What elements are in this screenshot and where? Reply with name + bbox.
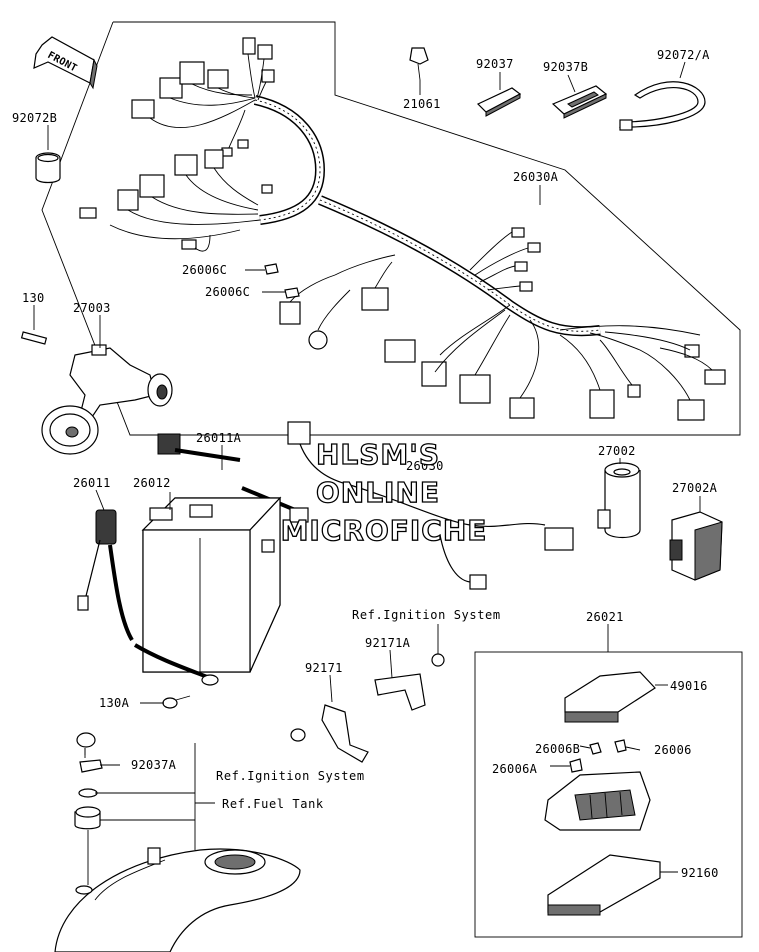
label-26006B: 26006B [535, 742, 580, 756]
label-92171A: 92171A [365, 636, 411, 650]
part-92037-drawing [476, 87, 522, 117]
part-92072B-drawing [35, 152, 61, 184]
fuse-box-drawing [544, 771, 651, 831]
part-21061-drawing [409, 47, 429, 81]
label-26006C-1: 26006C [182, 263, 227, 277]
relay-27002-drawing [597, 462, 641, 539]
label-92037A: 92037A [131, 758, 177, 772]
bolt-130A-drawing [162, 695, 191, 709]
fuse-26006-drawing [569, 739, 627, 773]
label-26030: 26030 [406, 459, 444, 473]
bracket-92171-drawing [290, 704, 369, 763]
label-130: 130 [22, 291, 45, 305]
label-92037: 92037 [476, 57, 514, 71]
label-92072A: 92072/A [657, 48, 710, 62]
label-92072B: 92072B [12, 111, 57, 125]
cable-26011A-drawing [157, 433, 309, 523]
sub-harness-drawing [287, 421, 574, 590]
watermark-line-3: MICROFICHE [281, 514, 488, 547]
main-harness-drawing [79, 37, 726, 421]
horn-drawing [20, 331, 173, 455]
ref-ignition-system-bottom: Ref.Ignition System [216, 769, 365, 783]
watermark-line-2: ONLINE [316, 476, 440, 509]
ref-fuel-tank: Ref.Fuel Tank [222, 797, 324, 811]
front-arrow-icon: FRONT [33, 36, 98, 90]
label-26011: 26011 [73, 476, 111, 490]
label-92037B: 92037B [543, 60, 588, 74]
label-49016: 49016 [670, 679, 708, 693]
part-92072A-drawing [619, 81, 706, 131]
label-27003: 27003 [73, 301, 111, 315]
label-27002A: 27002A [672, 481, 718, 495]
label-92171: 92171 [305, 661, 343, 675]
label-26011A: 26011A [196, 431, 242, 445]
harness-group-outline [41, 21, 741, 436]
part-92037B-drawing [551, 85, 608, 119]
label-26006C-2: 26006C [205, 285, 250, 299]
label-92160: 92160 [681, 866, 719, 880]
bracket-92171A-drawing [374, 653, 445, 711]
label-21061: 21061 [403, 97, 441, 111]
cable-26011-drawing [77, 509, 219, 686]
fuse-box-group-outline [474, 651, 743, 938]
label-26006: 26006 [654, 743, 692, 757]
label-26006A: 26006A [492, 762, 538, 776]
label-26030A: 26030A [513, 170, 559, 184]
label-27002: 27002 [598, 444, 636, 458]
ref-ignition-system-top: Ref.Ignition System [352, 608, 501, 622]
fuel-tank-mount-drawing [54, 732, 301, 952]
battery-drawing [141, 496, 282, 673]
label-26012: 26012 [133, 476, 171, 490]
fuse-box-case-92160-drawing [547, 854, 661, 916]
part-26006C-drawing [264, 263, 300, 299]
fuse-box-cover-49016-drawing [564, 671, 656, 723]
leader-lines [33, 61, 701, 885]
watermark-line-1: HLSM'S [316, 438, 440, 471]
relay-27002A-drawing [669, 511, 723, 581]
label-26021: 26021 [586, 610, 624, 624]
label-130A: 130A [99, 696, 130, 710]
